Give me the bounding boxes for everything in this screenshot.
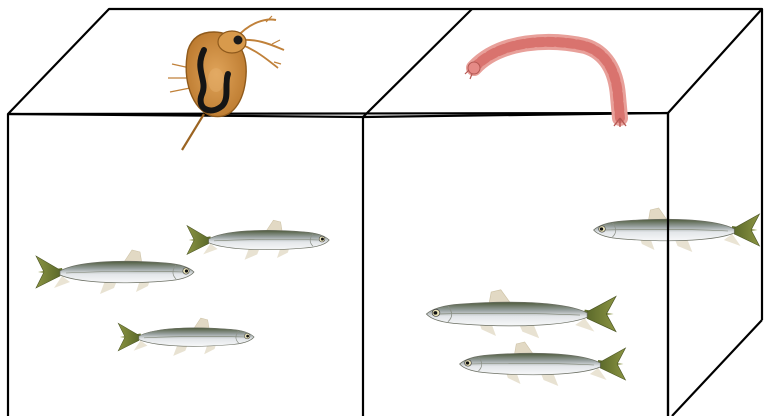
left-tank-fish [36, 220, 329, 356]
fish-icon [594, 208, 760, 252]
right-tank-fish [426, 208, 759, 386]
tank-top-divider [363, 9, 472, 117]
fish-icon [36, 250, 194, 294]
fish-icon [426, 290, 616, 338]
daphnia-icon [168, 16, 284, 150]
fish-icon [187, 220, 329, 260]
fish-icon [460, 342, 626, 386]
tank-frame [8, 9, 762, 416]
tank-top-face [8, 9, 762, 114]
right-side-bottom-edge [672, 320, 762, 416]
fish-icon [118, 318, 254, 356]
